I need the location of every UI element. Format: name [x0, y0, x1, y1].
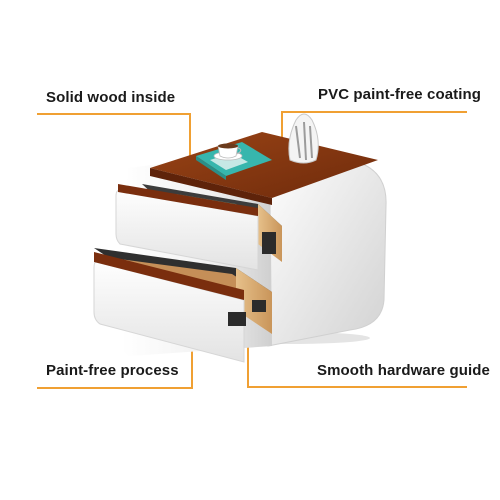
cabinet-top-edge — [150, 168, 272, 205]
cup-on-top — [213, 143, 243, 161]
callout-line-hardware — [247, 344, 467, 388]
cabinet-top-wood — [150, 132, 378, 198]
callout-paint-free-process: Paint-free process — [46, 362, 179, 379]
upper-drawer-front — [115, 189, 259, 271]
upper-drawer — [115, 184, 282, 271]
slide-rail-lower-2 — [252, 300, 266, 312]
slide-rail-lower — [228, 312, 246, 326]
upper-drawer-wood-stripe — [118, 184, 258, 216]
cabinet-right-side — [267, 147, 387, 347]
vase-on-top — [288, 113, 319, 164]
lower-drawer-front — [93, 261, 245, 363]
callout-smooth-hardware-guide: Smooth hardware guide — [317, 362, 490, 379]
lower-drawer — [93, 248, 272, 363]
slide-rail-upper — [262, 232, 276, 254]
lower-drawer-wood-stripe — [94, 252, 244, 300]
callout-pvc-coating: PVC paint-free coating — [318, 86, 482, 103]
callout-solid-wood: Solid wood inside — [46, 89, 176, 106]
